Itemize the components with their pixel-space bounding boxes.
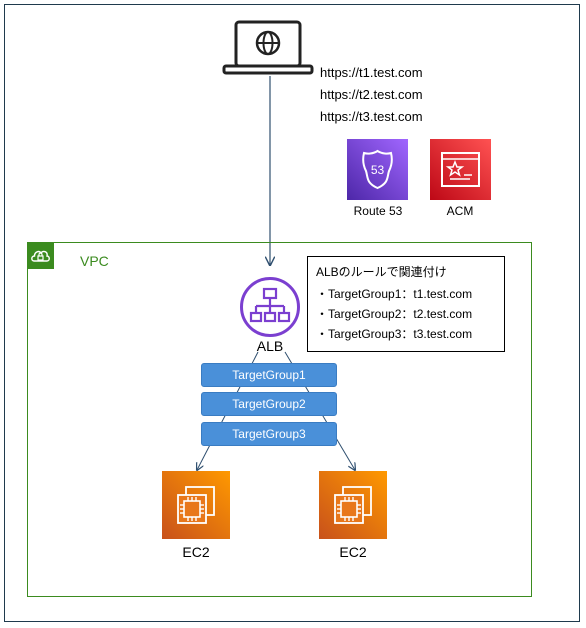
acm-label: ACM [446,204,474,218]
url-t2: https://t2.test.com [320,87,423,102]
rule-item: ・TargetGroup2：t2.test.com [316,307,473,321]
diagram-frame [4,4,580,622]
vpc-boundary [27,242,532,597]
rules-title: ALBのルールで関連付け [316,265,447,279]
rule-item: ・TargetGroup3：t3.test.com [316,327,473,341]
ec2-label-left: EC2 [182,544,210,560]
laptop-globe-icon [222,20,314,75]
ec2-chip-icon [162,471,230,539]
ec2-label-right: EC2 [339,544,367,560]
svg-text:53: 53 [371,163,385,177]
target-group-2: TargetGroup2 [201,392,337,416]
alb-label: ALB [256,338,284,354]
route53-label: Route 53 [353,204,403,218]
load-balancer-icon [240,277,300,337]
ec2-chip-icon [319,471,387,539]
vpc-cloud-lock-icon [27,242,54,269]
vpc-label: VPC [80,253,109,269]
target-group-1: TargetGroup1 [201,363,337,387]
acm-certificate-icon [430,139,491,200]
rule-item: ・TargetGroup1：t1.test.com [316,287,473,301]
route53-icon: 53 [347,139,408,200]
url-t3: https://t3.test.com [320,109,423,124]
url-t1: https://t1.test.com [320,65,423,80]
alb-rules-box: ALBのルールで関連付け ・TargetGroup1：t1.test.com ・… [307,256,505,352]
target-group-3: TargetGroup3 [201,422,337,446]
